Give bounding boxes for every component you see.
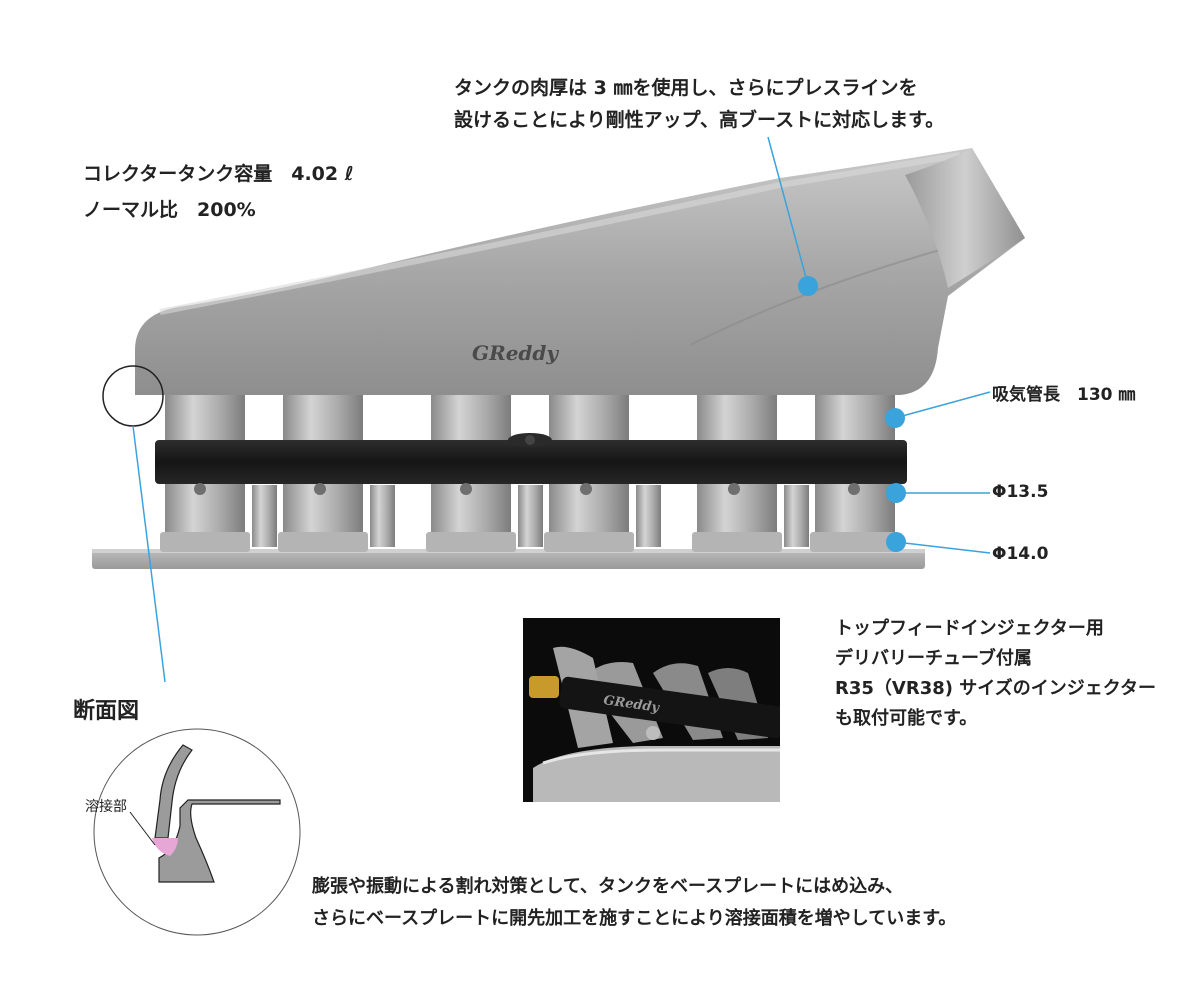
callout-markers	[767, 136, 991, 554]
runner-length-label: 吸気管長 130 ㎜	[992, 385, 1136, 405]
fuel-rail	[155, 433, 907, 495]
tank-capacity-label: コレクタータンク容量 4.02 ℓ	[83, 163, 354, 185]
injector-note-line1: トップフィードインジェクター用	[835, 618, 1104, 639]
diameter-140-label: Φ14.0	[992, 544, 1049, 564]
wall-thickness-note-line1: タンクの肉厚は 3 ㎜を使用し、さらにプレスラインを	[454, 77, 918, 99]
injector-rail-photo: GReddy	[523, 618, 780, 802]
injector-note-line2: デリバリーチューブ付属	[835, 648, 1032, 669]
base-plate-note-line1: 膨張や振動による割れ対策として、タンクをベースプレートにはめ込み、	[312, 876, 904, 897]
brand-logo: GReddy	[472, 341, 559, 365]
injector-note-line3: R35（VR38) サイズのインジェクター	[835, 678, 1156, 699]
section-detail-marker	[102, 365, 166, 683]
weld-label: 溶接部	[85, 799, 127, 815]
wall-thickness-note-line2: 設けることにより剛性アップ、高ブーストに対応します。	[454, 109, 945, 131]
cross-section-diagram	[93, 728, 301, 936]
injector-note-line4: も取付可能です。	[835, 708, 978, 729]
section-title: 断面図	[73, 699, 140, 724]
tank-ratio-label: ノーマル比 200%	[83, 199, 256, 221]
base-plate-note-line2: さらにベースプレートに開先加工を施すことにより溶接面積を増やしています。	[312, 908, 957, 929]
diameter-135-label: Φ13.5	[992, 482, 1049, 502]
throttle-inlet	[905, 148, 1025, 288]
